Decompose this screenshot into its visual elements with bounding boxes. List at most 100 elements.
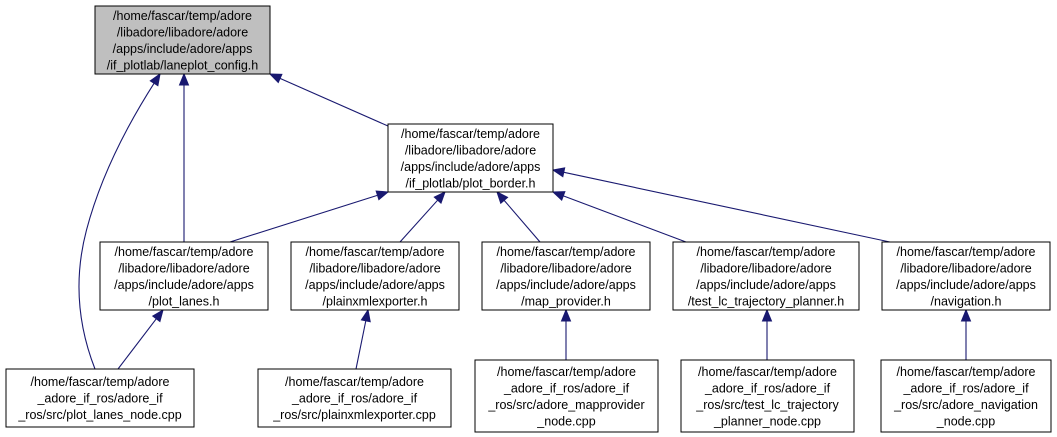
- node-label-line: /home/fascar/temp/adore: [115, 245, 254, 259]
- node-plainxmlexporter[interactable]: /home/fascar/temp/adore/libadore/libador…: [290, 241, 460, 311]
- edge-line: [503, 199, 541, 243]
- node-box[interactable]: [881, 241, 1051, 311]
- edge-line: [562, 195, 687, 243]
- node-label-line: /libadore/libadore/adore: [117, 25, 248, 39]
- node-label-line: /libadore/libadore/adore: [700, 261, 831, 275]
- node-label-line: /apps/include/adore/apps: [401, 160, 541, 174]
- edge-test-lc-node-to-test-lc: [761, 308, 773, 360]
- node-box[interactable]: [672, 241, 860, 311]
- node-label-line: _adore_if_ros/adore_if: [902, 381, 1029, 395]
- node-label-line: _adore_if_ros/adore_if: [291, 392, 418, 406]
- node-mapprovider-node[interactable]: /home/fascar/temp/adore _adore_if_ros/ado…: [474, 359, 659, 433]
- arrowhead: [149, 72, 161, 87]
- node-box[interactable]: [94, 5, 271, 75]
- edge-plot-lanes-to-plot-border: [229, 190, 390, 243]
- node-label-line: /plainxmlexporter.h: [323, 294, 428, 308]
- edge-mapprovider-node-to-map-provider: [560, 308, 572, 360]
- node-label-line: /home/fascar/temp/adore: [897, 245, 1036, 259]
- node-label-line: /home/fascar/temp/adore: [401, 127, 540, 141]
- arrowhead: [551, 167, 566, 178]
- node-box[interactable]: [257, 368, 452, 428]
- node-test-lc-node[interactable]: /home/fascar/temp/adore _adore_if_ros/ado…: [680, 359, 855, 433]
- node-label-line: /home/fascar/temp/adore: [897, 365, 1036, 379]
- node-plainxmlexporter-cpp[interactable]: /home/fascar/temp/adore _adore_if_ros/ado…: [257, 368, 452, 428]
- node-label-line: _adore_if_ros/adore_if: [503, 381, 630, 395]
- edge-navigation-to-plot-border: [551, 167, 891, 243]
- node-label-line: _ros/src/plainxmlexporter.cpp: [272, 408, 436, 422]
- node-box[interactable]: [680, 359, 855, 433]
- arrowhead: [178, 72, 190, 86]
- node-label-line: /apps/include/adore/apps: [305, 278, 445, 292]
- node-label-line: _ros/src/test_lc_trajectory: [695, 398, 839, 412]
- edge-plot-border-to-laneplot-config: [268, 73, 389, 127]
- node-label-line: /home/fascar/temp/adore: [113, 9, 252, 23]
- node-label-line: _ros/src/plot_lanes_node.cpp: [17, 408, 181, 422]
- edge-line: [278, 77, 389, 127]
- node-label-line: /if_plotlab/plot_border.h: [406, 176, 536, 190]
- arrowhead: [433, 191, 446, 205]
- node-label-line: _node.cpp: [936, 414, 995, 428]
- node-label-line: /home/fascar/temp/adore: [697, 245, 836, 259]
- edge-plainxmlexporter-to-plot-border: [399, 191, 446, 243]
- node-label-line: /test_lc_trajectory_planner.h: [688, 294, 844, 308]
- node-label-line: /libadore/libadore/adore: [118, 261, 249, 275]
- node-navigation[interactable]: /home/fascar/temp/adore/libadore/libador…: [881, 241, 1051, 311]
- edge-navigation-node-to-navigation: [960, 308, 972, 360]
- node-box[interactable]: [387, 123, 554, 193]
- node-test-lc[interactable]: /home/fascar/temp/adore/libadore/libador…: [672, 241, 860, 311]
- node-label-line: /libadore/libadore/adore: [900, 261, 1031, 275]
- nodes-layer: /home/fascar/temp/adore/libadore/libador…: [5, 5, 1052, 433]
- node-map-provider[interactable]: /home/fascar/temp/adore/libadore/libador…: [481, 241, 651, 311]
- arrowhead: [560, 308, 572, 322]
- edge-line: [117, 317, 158, 370]
- node-box[interactable]: [474, 359, 659, 433]
- node-plot-border[interactable]: /home/fascar/temp/adore/libadore/libador…: [387, 123, 554, 193]
- edge-plot-lanes-node-to-plot-lanes: [117, 308, 164, 370]
- node-label-line: _ros/src/adore_mapprovider: [487, 398, 644, 412]
- node-label-line: _planner_node.cpp: [713, 414, 821, 428]
- edge-map-provider-to-plot-border: [496, 190, 541, 243]
- node-label-line: /map_provider.h: [521, 294, 611, 308]
- node-label-line: /home/fascar/temp/adore: [306, 245, 445, 259]
- node-label-line: _adore_if_ros/adore_if: [704, 381, 831, 395]
- arrowhead: [360, 308, 371, 323]
- node-plot-lanes[interactable]: /home/fascar/temp/adore/libadore/libador…: [99, 241, 269, 311]
- node-label-line: _ros/src/adore_navigation: [893, 398, 1038, 412]
- arrowhead: [268, 73, 283, 84]
- node-box[interactable]: [5, 368, 195, 428]
- edges-layer: [78, 72, 972, 370]
- node-box[interactable]: [99, 241, 269, 311]
- edge-line: [78, 82, 156, 370]
- arrowhead: [496, 190, 509, 205]
- node-label-line: /home/fascar/temp/adore: [497, 245, 636, 259]
- node-label-line: /libadore/libadore/adore: [500, 261, 631, 275]
- node-box[interactable]: [880, 359, 1052, 433]
- edge-test-lc-to-plot-border: [551, 191, 687, 243]
- node-box[interactable]: [481, 241, 651, 311]
- node-label-line: /home/fascar/temp/adore: [698, 365, 837, 379]
- node-label-line: /apps/include/adore/apps: [896, 278, 1036, 292]
- node-label-line: _adore_if_ros/adore_if: [36, 392, 163, 406]
- node-box[interactable]: [290, 241, 460, 311]
- arrowhead: [151, 308, 164, 323]
- node-label-line: /navigation.h: [931, 294, 1002, 308]
- arrowhead: [761, 308, 773, 322]
- node-plot-lanes-node[interactable]: /home/fascar/temp/adore _adore_if_ros/ado…: [5, 368, 195, 428]
- node-label-line: _node.cpp: [536, 414, 595, 428]
- arrowhead: [375, 190, 390, 201]
- node-label-line: /home/fascar/temp/adore: [285, 375, 424, 389]
- edge-plot-lanes-node-to-laneplot-config: [78, 72, 161, 370]
- edge-line: [399, 199, 439, 243]
- node-navigation-node[interactable]: /home/fascar/temp/adore _adore_if_ros/ado…: [880, 359, 1052, 433]
- node-label-line: /apps/include/adore/apps: [114, 278, 254, 292]
- node-laneplot-config[interactable]: /home/fascar/temp/adore/libadore/libador…: [94, 5, 271, 75]
- edge-line: [229, 194, 379, 243]
- edge-line: [355, 319, 367, 370]
- node-label-line: /home/fascar/temp/adore: [497, 365, 636, 379]
- node-label-line: /apps/include/adore/apps: [113, 42, 253, 56]
- node-label-line: /apps/include/adore/apps: [696, 278, 836, 292]
- node-label-line: /home/fascar/temp/adore: [31, 375, 170, 389]
- arrowhead: [551, 191, 566, 201]
- edge-plainxmlexporter-cpp-to-plainxmlexporter: [355, 308, 371, 370]
- arrowhead: [960, 308, 972, 322]
